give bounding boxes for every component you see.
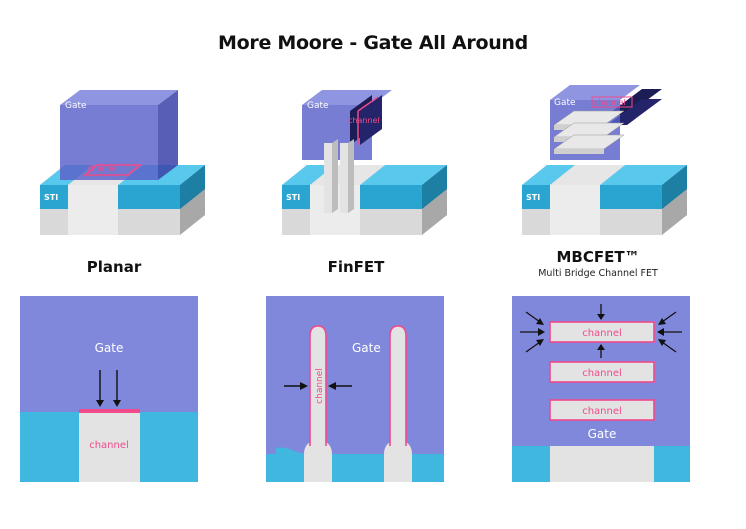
channel-label: channel: [89, 440, 129, 451]
gate-label: Gate: [307, 101, 329, 111]
sti-label: STI: [526, 193, 540, 202]
channel-label: channel: [348, 116, 380, 125]
channel-label: channel: [315, 368, 325, 404]
gate-label: Gate: [588, 427, 617, 441]
sti-label: STI: [286, 193, 300, 202]
planar-cross-section: Gate channel: [20, 296, 198, 482]
finfet-cross-section: Gate channel: [266, 296, 444, 482]
mbcfet-subtitle: Multi Bridge Channel FET: [538, 268, 658, 279]
mbcfet-cross-section: channel channel channel Gate: [512, 296, 690, 482]
channel-label: channel: [582, 328, 622, 339]
page-title: More Moore - Gate All Around: [218, 32, 528, 54]
gate-label: Gate: [554, 98, 576, 108]
gate-label: Gate: [65, 101, 87, 111]
planar-3d-diagram: Gate channel STI: [40, 90, 205, 235]
mbcfet-3d-diagram: Gate channel STI: [522, 85, 687, 235]
finfet-label: FinFET: [327, 258, 385, 276]
channel-label: channel: [582, 406, 622, 417]
sti-label: STI: [44, 193, 58, 202]
planar-label: Planar: [86, 258, 142, 276]
mbcfet-label: MBCFET™: [556, 248, 640, 266]
finfet-3d-diagram: Gate channel STI: [282, 90, 447, 235]
channel-label: channel: [582, 368, 622, 379]
channel-label: channel: [594, 98, 626, 107]
channel-label: channel: [87, 164, 119, 173]
gate-label: Gate: [95, 341, 124, 355]
gate-label: Gate: [352, 341, 381, 355]
